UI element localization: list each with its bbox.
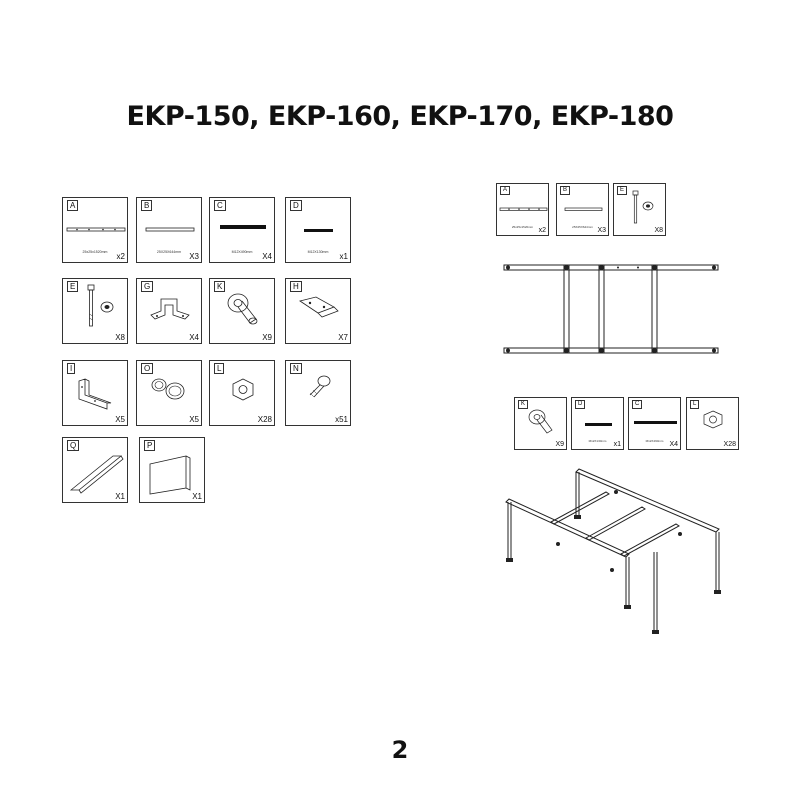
part-letter: D — [575, 400, 586, 409]
part-dimension: M12X490mm — [645, 439, 664, 443]
part-letter: G — [141, 281, 154, 292]
part-quantity: X1 — [115, 492, 125, 501]
bolt-nut-icon — [632, 190, 654, 224]
sleeve-icon — [151, 378, 185, 400]
threaded-rod-icon — [634, 421, 677, 424]
part-letter: D — [290, 200, 302, 211]
panel-q-icon — [69, 455, 124, 494]
step1-part-a: A 25x25x1520mm x2 — [496, 183, 549, 236]
page-title: EKP-150, EKP-160, EKP-170, EKP-180 — [126, 101, 674, 132]
part-letter: B — [141, 200, 153, 211]
part-dimension: M12X130mm — [588, 439, 607, 443]
part-card-e: E X8 — [62, 278, 128, 344]
part-letter: C — [632, 400, 643, 409]
part-card-i: I X5 — [62, 360, 128, 426]
clip-plate-icon — [299, 296, 339, 318]
part-card-a: A 25x25x1520mm x2 — [62, 197, 128, 263]
leg-foot-icon — [227, 293, 258, 325]
frame-top-view-diagram — [503, 264, 719, 354]
part-quantity: x1 — [613, 441, 621, 448]
part-card-b: B 25X25X644mm X3 — [136, 197, 202, 263]
bracket-icon — [150, 298, 190, 320]
part-letter: N — [290, 363, 302, 374]
part-letter: E — [617, 186, 628, 195]
leg-foot-icon — [528, 409, 553, 434]
part-quantity: x1 — [339, 252, 348, 261]
part-letter: K — [214, 281, 226, 292]
part-quantity: X5 — [189, 415, 199, 424]
long-rail-icon — [499, 207, 548, 211]
step2-part-c: C M12X490mm X4 — [628, 397, 681, 450]
angle-bracket-icon — [78, 378, 112, 410]
part-quantity: X28 — [723, 441, 736, 448]
part-quantity: X1 — [192, 492, 202, 501]
part-quantity: X4 — [669, 441, 678, 448]
part-card-c: C M12X490mm X4 — [209, 197, 275, 263]
part-card-o: O X5 — [136, 360, 202, 426]
part-quantity: X9 — [555, 441, 564, 448]
part-card-h: H X7 — [285, 278, 351, 344]
part-letter: P — [144, 440, 156, 451]
part-dimension: 25x25x1520mm — [82, 250, 108, 254]
part-card-l: L X28 — [209, 360, 275, 426]
part-dimension: M12X490mm — [231, 250, 253, 254]
part-dimension: 25X25X644mm — [156, 250, 182, 254]
part-letter: A — [67, 200, 79, 211]
long-rail-icon — [66, 227, 126, 232]
part-letter: A — [500, 186, 511, 195]
part-letter: B — [560, 186, 571, 195]
bolt-nut-icon — [87, 284, 114, 327]
crossbar-icon — [564, 207, 603, 211]
part-card-g: G X4 — [136, 278, 202, 344]
part-letter: Q — [67, 440, 80, 451]
short-rod-icon — [304, 229, 333, 232]
part-quantity: X4 — [189, 333, 199, 342]
step2-part-d: D M12X130mm x1 — [571, 397, 624, 450]
hex-nut-icon — [232, 378, 254, 401]
screw-icon — [309, 375, 331, 398]
part-letter: I — [67, 363, 76, 374]
part-quantity: X5 — [115, 415, 125, 424]
step1-part-e: E X8 — [613, 183, 666, 236]
part-quantity: X8 — [115, 333, 125, 342]
step2-part-k: K X9 — [514, 397, 567, 450]
part-dimension: 25x25x1520mm — [511, 225, 534, 229]
part-dimension: 25X25X644mm — [572, 225, 593, 229]
part-letter: H — [290, 281, 302, 292]
crossbar-icon — [145, 227, 195, 232]
threaded-rod-icon — [220, 225, 266, 229]
part-card-k: K X9 — [209, 278, 275, 344]
part-letter: L — [214, 363, 225, 374]
part-quantity: X7 — [338, 333, 348, 342]
part-letter: C — [214, 200, 226, 211]
step1-part-b: B 25X25X644mm X3 — [556, 183, 609, 236]
short-rod-icon — [585, 423, 612, 426]
part-card-q: Q X1 — [62, 437, 128, 503]
part-quantity: X4 — [262, 252, 272, 261]
part-quantity: X9 — [262, 333, 272, 342]
part-card-p: P X1 — [139, 437, 205, 503]
part-card-d: D M12X130mm x1 — [285, 197, 351, 263]
part-quantity: X3 — [189, 252, 199, 261]
part-quantity: x51 — [335, 415, 348, 424]
step2-part-l: L X28 — [686, 397, 739, 450]
part-quantity: x2 — [116, 252, 125, 261]
part-letter: E — [67, 281, 79, 292]
part-quantity: X3 — [597, 227, 606, 234]
panel-p-icon — [149, 455, 191, 495]
part-letter: K — [518, 400, 529, 409]
part-letter: L — [690, 400, 700, 409]
hex-nut-icon — [703, 410, 723, 429]
part-dimension: M12X130mm — [307, 250, 329, 254]
part-letter: O — [141, 363, 154, 374]
frame-assembly-diagram — [505, 468, 721, 634]
part-quantity: X8 — [654, 227, 663, 234]
page-number: 2 — [391, 736, 409, 764]
part-quantity: X28 — [257, 415, 272, 424]
part-card-n: N x51 — [285, 360, 351, 426]
part-quantity: x2 — [538, 227, 546, 234]
